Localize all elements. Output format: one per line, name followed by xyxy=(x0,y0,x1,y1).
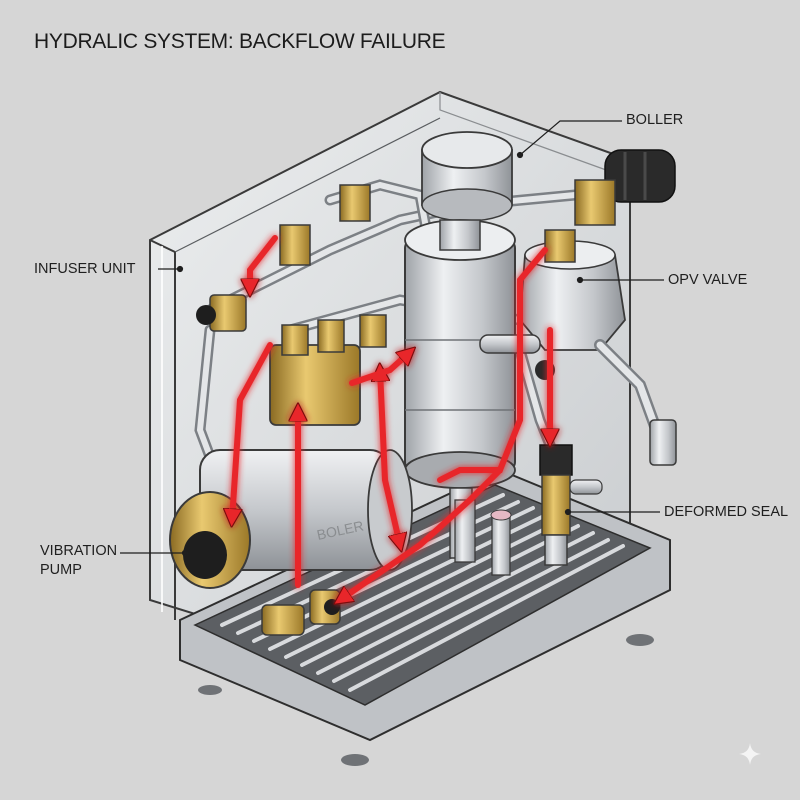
callout-leaders xyxy=(120,120,664,557)
label-opv-valve: OPV VALVE xyxy=(668,272,748,288)
page-title: HYDRALIC SYSTEM: BACKFLOW FAILURE xyxy=(34,30,446,53)
sparkle-icon xyxy=(739,743,761,765)
label-infuser-unit: INFUSER UNIT xyxy=(34,261,136,277)
deformed-seal-fitting xyxy=(454,444,603,576)
label-boiler: BOLLER xyxy=(626,112,684,128)
steam-knob xyxy=(604,149,676,203)
label-vibration-pump-line2: PUMP xyxy=(40,562,82,578)
label-vibration-pump: VIBRATION PUMP xyxy=(40,542,117,580)
backflow-arrows xyxy=(232,235,550,600)
opv-valve-housing xyxy=(479,240,677,466)
label-deformed-seal: DEFORMED SEAL xyxy=(664,504,789,520)
vibration-pump: BOLER xyxy=(169,449,413,589)
brass-manifold xyxy=(196,179,616,636)
boiler-top xyxy=(421,131,513,222)
label-vibration-pump-line1: VIBRATION xyxy=(40,543,118,559)
